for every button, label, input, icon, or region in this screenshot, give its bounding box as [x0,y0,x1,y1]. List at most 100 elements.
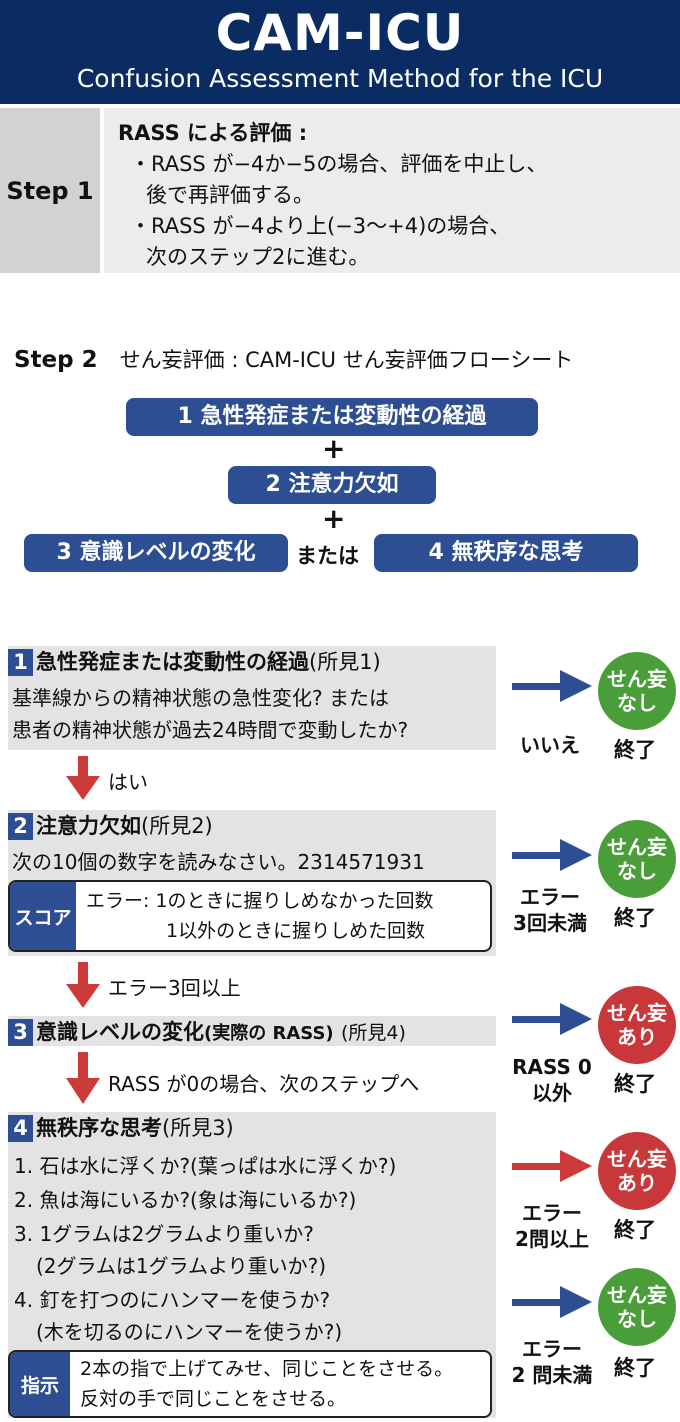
right-arrow-2 [512,839,592,871]
step1-bullet2-line2: 次のステップ2に進む。 [146,245,370,269]
feature-1-pill: 1 急性発症または変動性の経過 [126,398,538,436]
step2-heading: Step 2 せん妄評価 : CAM-ICU せん妄評価フローシート [14,344,573,374]
step2-title: せん妄評価 : CAM-ICU せん妄評価フローシート [119,348,574,372]
end-label-1: 終了 [614,738,656,762]
section-1-question-2: 患者の精神状態が過去24時間で変動したか? [12,718,409,742]
s4-positive-line-2: 2問以上 [515,1227,589,1251]
s2-result-line-1: エラー [520,885,580,909]
step1-bullet1-line1: ・RASS が−4か−5の場合、評価を中止し、 [130,152,548,176]
result-1-line-2: なし [617,691,657,715]
section-1-finding: (所見1) [309,650,381,674]
score-box: スコア エラー: 1のときに握りしめなかった回数 1以外のときに握りしめた回数 [8,880,492,952]
section-2-finding: (所見2) [141,814,213,838]
section-4-question-3b: (2グラムは1グラムより重いか?) [36,1254,327,1278]
step2-label: Step 2 [14,347,98,373]
result-2-line-1: せん妄 [607,835,667,859]
errors-3plus-label: エラー3回以上 [108,976,241,1000]
s3-result-line-1: RASS 0 [512,1055,592,1079]
feature-3-pill: 3 意識レベルの変化 [24,534,288,572]
result-delirium-1: せん妄 あり [598,986,676,1064]
s2-result-label: エラー 3回未満 [504,884,596,936]
instruction-box: 指示 2本の指で上げてみせ、同じことをさせる。 反対の手で同じことをさせる。 [8,1350,492,1418]
step1-label: Step 1 [0,108,100,273]
section-3-sub: (実際の RASS) [204,1023,334,1044]
s4-positive-label: エラー 2問以上 [504,1200,600,1252]
section-4-title: 無秩序な思考 [36,1116,162,1140]
section-4-question-3a: 3. 1グラムは2グラムより重いか? [14,1222,314,1246]
rass-zero-label: RASS が0の場合、次のステップへ [108,1072,420,1096]
s4-negative-line-1: エラー [522,1337,582,1361]
section-1-number: 1 [8,649,33,676]
step1-body: RASS による評価 : ・RASS が−4か−5の場合、評価を中止し、 後で再… [104,108,680,273]
result-5-line-1: せん妄 [607,1283,667,1307]
end-label-5: 終了 [614,1356,656,1380]
feature-4-pill: 4 無秩序な思考 [374,534,638,572]
section-4-question-4b: (木を切るのにハンマーを使うか?) [36,1320,343,1344]
right-arrow-4 [512,1150,592,1182]
result-3-line-2: あり [617,1025,657,1049]
section-3-number: 3 [8,1019,33,1046]
section-4-finding: (所見3) [162,1116,234,1140]
down-arrow-2 [66,962,100,1008]
result-no-delirium-1: せん妄 なし [598,652,676,730]
result-1-line-1: せん妄 [607,667,667,691]
instruction-tag: 指示 [10,1352,70,1416]
result-3-line-1: せん妄 [607,1001,667,1025]
header-banner: CAM-ICU Confusion Assessment Method for … [0,0,680,104]
down-arrow-1 [66,756,100,800]
end-label-3: 終了 [614,1072,656,1096]
section-2-title: 注意力欠如 [36,814,141,838]
end-label-4: 終了 [614,1218,656,1242]
score-tag: スコア [10,882,76,950]
right-arrow-1 [512,670,592,702]
result-no-delirium-2: せん妄 なし [598,820,676,898]
page-subtitle: Confusion Assessment Method for the ICU [76,64,604,93]
result-4-line-1: せん妄 [607,1147,667,1171]
section-2-instruction: 次の10個の数字を読みなさい。2314571931 [12,850,425,874]
section-3-finding: (所見4) [340,1022,406,1044]
down-arrow-3 [66,1052,100,1104]
end-label-2: 終了 [614,906,656,930]
section-4-question-1: 1. 石は水に浮くか?(葉っぱは水に浮くか?) [14,1154,397,1178]
s3-result-label: RASS 0 以外 [504,1054,600,1106]
score-error-line-2: 1以外のときに握りしめた回数 [166,920,426,942]
step1-bullet2-line1: ・RASS が−4より上(−3〜+4)の場合、 [130,214,511,238]
instruction-line-2: 反対の手で同じことをさせる。 [80,1388,347,1410]
right-arrow-3 [512,1003,592,1035]
s4-negative-label: エラー 2 問未満 [504,1336,600,1388]
or-label: または [296,544,359,568]
step1-bullet1-line2: 後で再評価する。 [146,183,314,207]
s2-result-line-2: 3回未満 [513,911,587,935]
result-5-line-2: なし [617,1307,657,1331]
section-4-number: 4 [8,1115,33,1142]
s3-result-line-2: 以外 [532,1081,572,1105]
result-no-delirium-3: せん妄 なし [598,1268,676,1346]
section-1-question-1: 基準線からの精神状態の急性変化? または [12,686,389,710]
no-label: いいえ [520,733,580,757]
result-4-line-2: あり [617,1171,657,1195]
s4-positive-line-1: エラー [522,1201,582,1225]
section-2-number: 2 [8,813,33,840]
score-error-line-1: エラー: 1のときに握りしめなかった回数 [86,890,434,912]
instruction-line-1: 2本の指で上げてみせ、同じことをさせる。 [80,1358,454,1380]
feature-2-pill: 2 注意力欠如 [228,466,436,504]
s4-negative-line-2: 2 問未満 [511,1363,593,1387]
section-4-question-2: 2. 魚は海にいるか?(象は海にいるか?) [14,1188,357,1212]
plus-sign-2: + [322,502,346,535]
section-1-title: 急性発症または変動性の経過 [36,650,309,674]
section-4-question-4a: 4. 釘を打つのにハンマーを使うか? [14,1288,331,1312]
section-3-title: 意識レベルの変化 [36,1020,204,1044]
right-arrow-5 [512,1286,592,1318]
plus-sign-1: + [322,432,346,465]
yes-label: はい [108,770,148,794]
page-title: CAM-ICU [215,4,465,62]
step1-title: RASS による評価 : [118,121,308,145]
result-delirium-2: せん妄 あり [598,1132,676,1210]
